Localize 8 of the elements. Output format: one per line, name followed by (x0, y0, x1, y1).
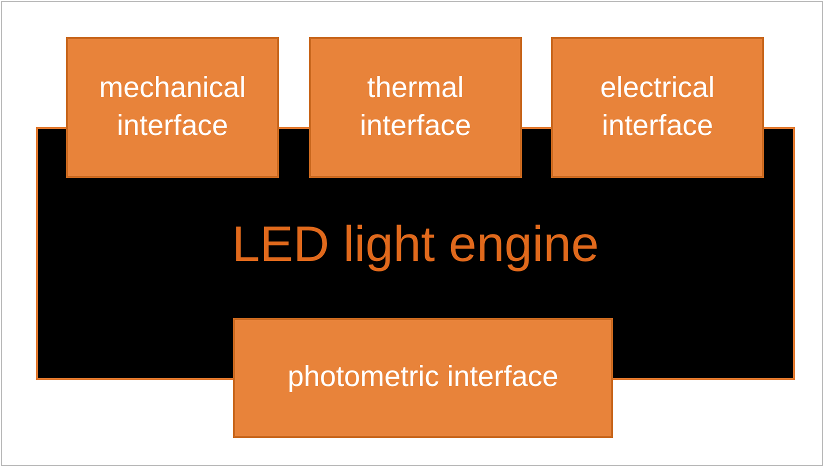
interface-box (233, 318, 613, 438)
interface-label: mechanical interface (98, 70, 247, 144)
interface-box (551, 37, 764, 178)
interface-label: electrical interface (599, 70, 716, 144)
interface-box (66, 37, 279, 178)
interface-label: photometric interface (288, 360, 558, 396)
interface-label: thermal interface (358, 70, 472, 144)
interface-box (309, 37, 522, 178)
